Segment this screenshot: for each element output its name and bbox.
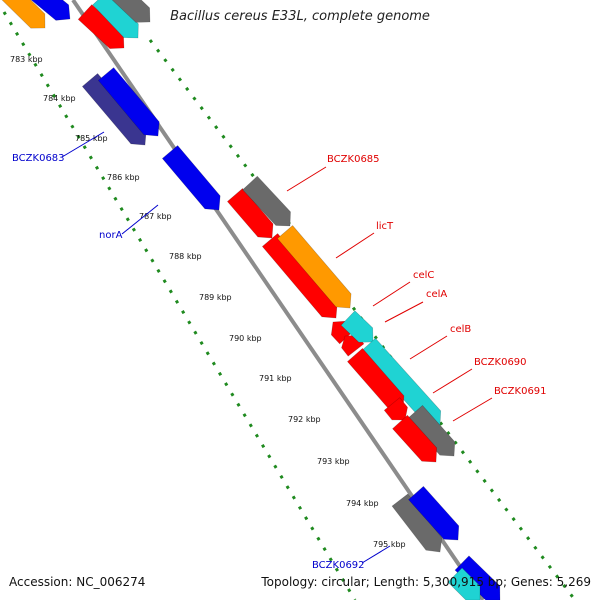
kbp-tick-label: 787 kbp xyxy=(139,212,172,221)
kbp-tick-label: 789 kbp xyxy=(199,293,232,302)
gene-labels: BCZK0683 norA BCZK0692 BCZK0685 licT celC celA… xyxy=(12,153,547,571)
gene-arrow[interactable] xyxy=(392,414,444,468)
label-leader-line xyxy=(372,281,411,307)
gene-arrow[interactable] xyxy=(383,397,413,427)
gene-arrow[interactable] xyxy=(242,175,298,233)
label-leader-line xyxy=(61,131,105,158)
gene-arrow[interactable] xyxy=(340,310,380,349)
kbp-tick-label: 795 kbp xyxy=(373,540,406,549)
gene-arrow[interactable] xyxy=(0,0,52,35)
kbp-tick-label: 785 kbp xyxy=(75,134,108,143)
gene-arrow[interactable] xyxy=(97,67,165,143)
label-leader-line xyxy=(286,166,327,192)
gene-label[interactable]: BCZK0683 xyxy=(12,153,65,164)
kbp-tick-label: 786 kbp xyxy=(107,173,140,182)
gene-label[interactable]: celB xyxy=(450,324,471,335)
gene-arrow[interactable] xyxy=(407,404,462,462)
gene-label[interactable]: celC xyxy=(413,270,434,281)
label-leader-line xyxy=(335,232,375,259)
genome-summary-text: Topology: circular; Length: 5,300,915 bp… xyxy=(261,575,591,589)
gene-arrow[interactable] xyxy=(391,493,448,558)
label-leader-line xyxy=(452,397,493,422)
label-leader-line xyxy=(121,204,159,235)
kbp-tick-label: 788 kbp xyxy=(169,252,202,261)
gene-arrow[interactable] xyxy=(454,555,507,600)
kbp-scale: 783 kbp 784 kbp 785 kbp 786 kbp 787 kbp 788 k… xyxy=(10,55,406,549)
gene-arrow[interactable] xyxy=(276,225,357,315)
gene-arrow[interactable] xyxy=(28,0,77,27)
gene-label[interactable]: BCZK0691 xyxy=(494,386,547,397)
kbp-tick-label: 794 kbp xyxy=(346,499,379,508)
gene-label[interactable]: norA xyxy=(99,230,123,241)
gene-arrow[interactable] xyxy=(161,145,226,217)
kbp-tick-label: 784 kbp xyxy=(43,94,76,103)
gene-label[interactable]: celA xyxy=(426,289,447,300)
kbp-tick-label: 783 kbp xyxy=(10,55,43,64)
label-leader-line xyxy=(432,368,473,394)
gene-arrow[interactable] xyxy=(104,0,157,29)
gene-arrow[interactable] xyxy=(226,188,279,244)
label-leaders xyxy=(61,131,493,564)
gene-label[interactable]: licT xyxy=(376,221,394,232)
gene-label[interactable]: BCZK0690 xyxy=(474,357,527,368)
kbp-tick-label: 792 kbp xyxy=(288,415,321,424)
kbp-tick-label: 793 kbp xyxy=(317,457,350,466)
kbp-tick-label: 790 kbp xyxy=(229,334,262,343)
genome-title: Bacillus cereus E33L, complete genome xyxy=(170,9,430,24)
label-leader-line xyxy=(361,545,391,564)
gene-arrow[interactable] xyxy=(408,485,466,546)
gene-track xyxy=(0,0,507,600)
label-leader-line xyxy=(409,335,448,360)
accession-text: Accession: NC_006274 xyxy=(9,575,146,589)
gene-label[interactable]: BCZK0692 xyxy=(312,560,365,571)
label-leader-line xyxy=(384,301,424,323)
gene-label[interactable]: BCZK0685 xyxy=(327,154,380,165)
kbp-tick-label: 791 kbp xyxy=(259,374,292,383)
